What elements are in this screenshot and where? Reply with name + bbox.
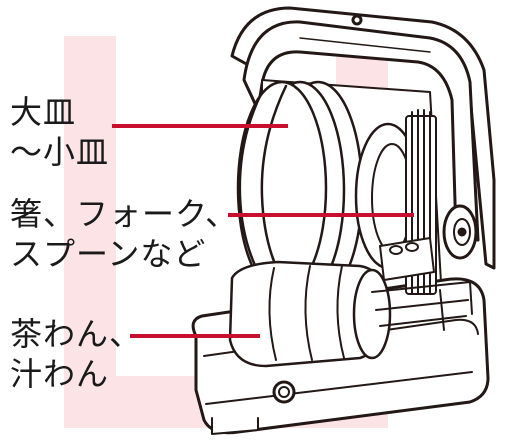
plates xyxy=(236,80,422,300)
drain-tab xyxy=(211,417,259,435)
label-utensils: 箸、フォーク、 スプーンなど xyxy=(10,194,238,274)
label-utensils-line2: スプーンなど xyxy=(10,235,207,273)
leader-lines xyxy=(112,124,414,338)
label-plates-line2: ～小皿 xyxy=(10,133,110,171)
label-utensils-line1: 箸、フォーク、 xyxy=(10,195,239,233)
label-bowls-line1: 茶わん、 xyxy=(10,315,143,353)
lid-panel xyxy=(242,20,480,242)
label-bowls-line2: 汁わん xyxy=(10,355,110,393)
base-lower xyxy=(205,371,473,405)
label-bowls: 茶わん、 汁わん xyxy=(10,314,142,394)
label-plates: 大皿 ～小皿 xyxy=(10,92,109,172)
wire-rack xyxy=(371,281,473,331)
label-plates-line1: 大皿 xyxy=(10,93,77,131)
dish-dryer xyxy=(191,6,496,435)
utensil-basket xyxy=(379,109,437,295)
bowls xyxy=(228,260,392,368)
base-rim xyxy=(203,318,479,357)
